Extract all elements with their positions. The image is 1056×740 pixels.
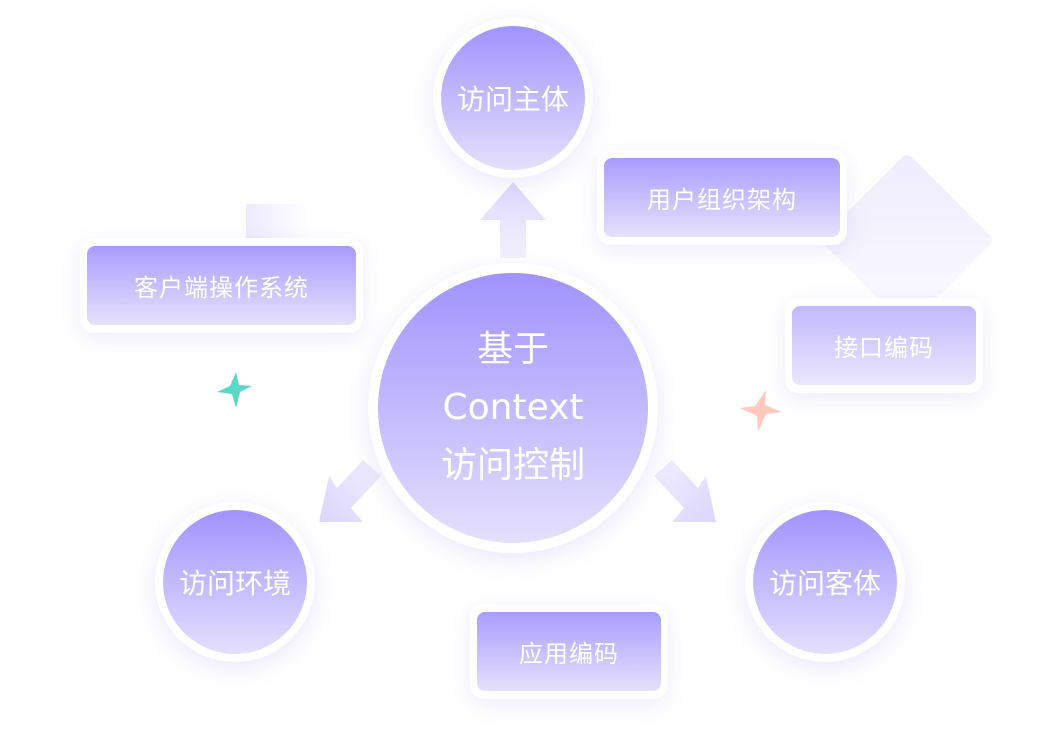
star-teal-icon [217, 372, 252, 408]
arrow-up-icon [480, 182, 546, 258]
box-api-code-label: 接口编码 [834, 334, 934, 362]
box-client-os[interactable]: 客户端操作系统 [80, 238, 363, 333]
node-object[interactable]: 访问客体 [745, 502, 905, 662]
center-node[interactable]: 基于 Context 访问控制 [368, 263, 658, 553]
box-org[interactable]: 用户组织架构 [597, 150, 847, 245]
node-environment-label: 访问环境 [178, 567, 291, 600]
node-environment[interactable]: 访问环境 [155, 502, 315, 662]
box-app-code-label: 应用编码 [519, 640, 619, 668]
center-line1: 基于 [476, 329, 549, 370]
node-object-label: 访问客体 [768, 567, 881, 600]
box-org-label: 用户组织架构 [647, 186, 797, 214]
center-line3: 访问控制 [440, 445, 585, 486]
box-api-code[interactable]: 接口编码 [785, 298, 983, 393]
center-line2: Context [442, 387, 584, 428]
arrow-down-right-icon [654, 460, 716, 522]
arrow-down-left-icon [319, 460, 381, 522]
box-client-os-label: 客户端操作系统 [134, 274, 309, 302]
node-subject[interactable]: 访问主体 [433, 18, 593, 178]
star-pink-icon [740, 390, 782, 432]
node-subject-label: 访问主体 [456, 83, 569, 116]
box-app-code[interactable]: 应用编码 [470, 604, 668, 699]
